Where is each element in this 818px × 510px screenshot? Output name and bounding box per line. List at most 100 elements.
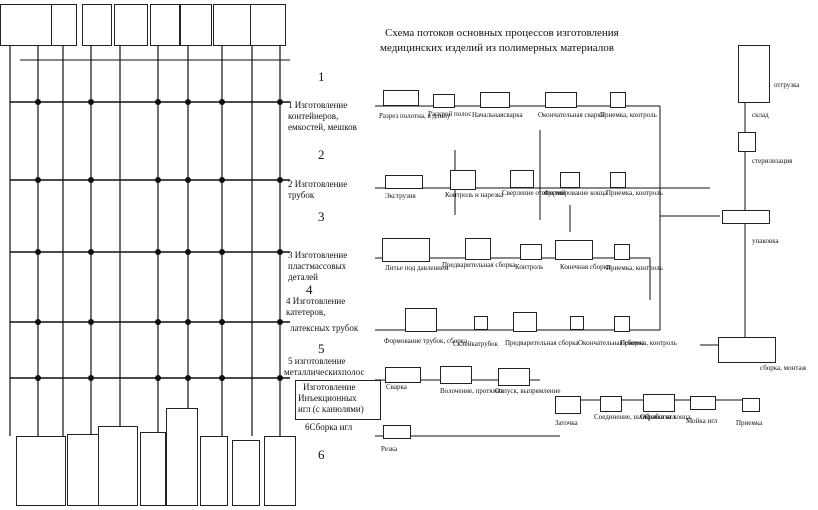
- junction-dot: [88, 249, 94, 255]
- junction-dot: [277, 319, 283, 325]
- op-r5-1: Сварка: [386, 383, 407, 391]
- row-number-1: 1: [318, 69, 325, 84]
- row-number-3: 3: [318, 209, 325, 224]
- row4-label-line2: катетеров,: [286, 307, 326, 317]
- junction-dot: [155, 249, 161, 255]
- row5-label-line2: металлическихполос: [284, 367, 365, 377]
- shipping-label: отгрузка: [774, 81, 800, 89]
- extruder-icon: [385, 175, 423, 189]
- junction-dot: [219, 177, 225, 183]
- junction-dot: [219, 375, 225, 381]
- sterilization-label: стерилизация: [752, 157, 793, 165]
- junction-dot: [35, 177, 41, 183]
- bag-product-icon: [180, 4, 212, 46]
- packing-label: упаковка: [752, 237, 779, 245]
- acceptance-icon-r5: [742, 398, 760, 412]
- op-r1-4: Окончательная сварка: [538, 111, 604, 119]
- tubing-product-icon: [82, 4, 112, 46]
- welding-icon-r5: [385, 367, 421, 383]
- tube-kit-icon: [67, 434, 99, 506]
- row-number-5: 5: [318, 341, 325, 356]
- row3-label-line2: пластмассовых: [288, 261, 347, 271]
- row6-box-line3: игл (с канюлями): [298, 404, 364, 414]
- junction-dot: [88, 375, 94, 381]
- preassembly-icon-r3: [465, 238, 491, 260]
- junction-dot: [185, 99, 191, 105]
- row4-label-line3: латексных трубок: [290, 323, 359, 333]
- inspection-icon-r4: [614, 316, 630, 332]
- container-product-icon-1: [0, 4, 52, 46]
- op-r1-3: Начальнаясварка: [472, 111, 523, 119]
- welder-icon-2: [545, 92, 577, 108]
- final-assembly-icon-r4: [570, 316, 584, 330]
- junction-dot: [35, 99, 41, 105]
- op-r3-4: Конечная сборка: [560, 263, 610, 271]
- sterilizer-icon: [738, 132, 756, 152]
- op-r4-5: Приемка, контроль: [620, 339, 677, 347]
- row6b-label: 6Сборка игл: [305, 422, 353, 432]
- row1-label-line2: контейнеров,: [288, 111, 339, 121]
- op-r3-3: Контроль: [515, 263, 544, 271]
- op-r5-6: Обработка конца: [640, 413, 691, 421]
- junction-dot: [35, 319, 41, 325]
- row3-label-line1: 3 Изготовление: [288, 250, 348, 260]
- op-r3-5: Приемка, контроль: [606, 264, 663, 272]
- junction-dot: [155, 99, 161, 105]
- infusion-set-icon: [114, 4, 148, 46]
- op-r1-5: Приемка, контроль: [600, 111, 657, 119]
- syringe-product-icon: [200, 436, 228, 506]
- op-r4-2: Склейкатрубок: [453, 340, 499, 348]
- row2-label-line2: трубок: [288, 190, 315, 200]
- welder-icon-1: [480, 92, 510, 108]
- junction-dot: [155, 177, 161, 183]
- op-r2-2: Контроль и нарезка: [445, 191, 504, 199]
- final-assembly-icon-r3: [555, 240, 593, 260]
- junction-dot: [185, 375, 191, 381]
- slitting-machine-icon: [383, 90, 419, 106]
- op-r5-3: Отпуск, выпрямление: [495, 387, 561, 395]
- assembly-label-line: сборка, монтаж: [760, 364, 807, 372]
- row6-box-line2: Инъекционных: [298, 393, 357, 403]
- junction-dot: [88, 319, 94, 325]
- cutting-icon-r6: [383, 425, 411, 439]
- junction-dot: [88, 99, 94, 105]
- cutter-icon: [450, 170, 476, 190]
- row1-label-line3: емкостей, мешков: [288, 122, 357, 132]
- bag-kit-icon: [140, 432, 166, 506]
- catheter-product-icon: [150, 4, 180, 46]
- row-number-6: 6: [318, 447, 325, 462]
- cutting-machine-icon: [433, 94, 455, 108]
- drill-icon: [510, 170, 534, 188]
- junction-dot: [219, 99, 225, 105]
- junction-dot: [277, 99, 283, 105]
- junction-dot: [219, 249, 225, 255]
- needle-product-icon: [232, 440, 260, 506]
- row-number-4: 4: [306, 282, 313, 297]
- drip-chamber-icon: [213, 4, 251, 46]
- op-r5-5: Соединение, шлифовка игл: [594, 413, 676, 421]
- preassembly-icon-r4: [513, 312, 537, 332]
- row6-box-line1: Изготовление: [303, 382, 356, 392]
- op-r6-1: Резка: [381, 445, 398, 453]
- op-r2-1: Экструзия: [385, 192, 416, 200]
- op-r5-2: Волочение, протяжка: [440, 387, 504, 395]
- blood-bag-icon: [250, 4, 286, 46]
- forming-icon: [560, 172, 580, 188]
- row1-label-line1: 1 Изготовление: [288, 100, 348, 110]
- junction-dot: [35, 375, 41, 381]
- inspection-icon-r1: [610, 92, 626, 108]
- row5-label-line1: 5 изготовление: [288, 356, 346, 366]
- junction-dot: [185, 177, 191, 183]
- op-r5-4: Заточка: [555, 419, 578, 427]
- op-r1-1: Разрез полотна, в длину: [379, 112, 451, 120]
- row2-label-line1: 2 Изготовление: [288, 179, 348, 189]
- injection-molder-icon: [382, 238, 430, 262]
- probe-product-icon: [166, 408, 198, 506]
- catheter-kit-icon: [98, 426, 138, 506]
- junction-dot: [155, 319, 161, 325]
- needle-pack-icon: [264, 436, 296, 506]
- assembly-station-icon: [718, 337, 776, 363]
- op-r5-7: Мойка игл: [686, 417, 718, 425]
- junction-dot: [35, 249, 41, 255]
- op-r3-2: Предварительная сборка: [442, 261, 516, 269]
